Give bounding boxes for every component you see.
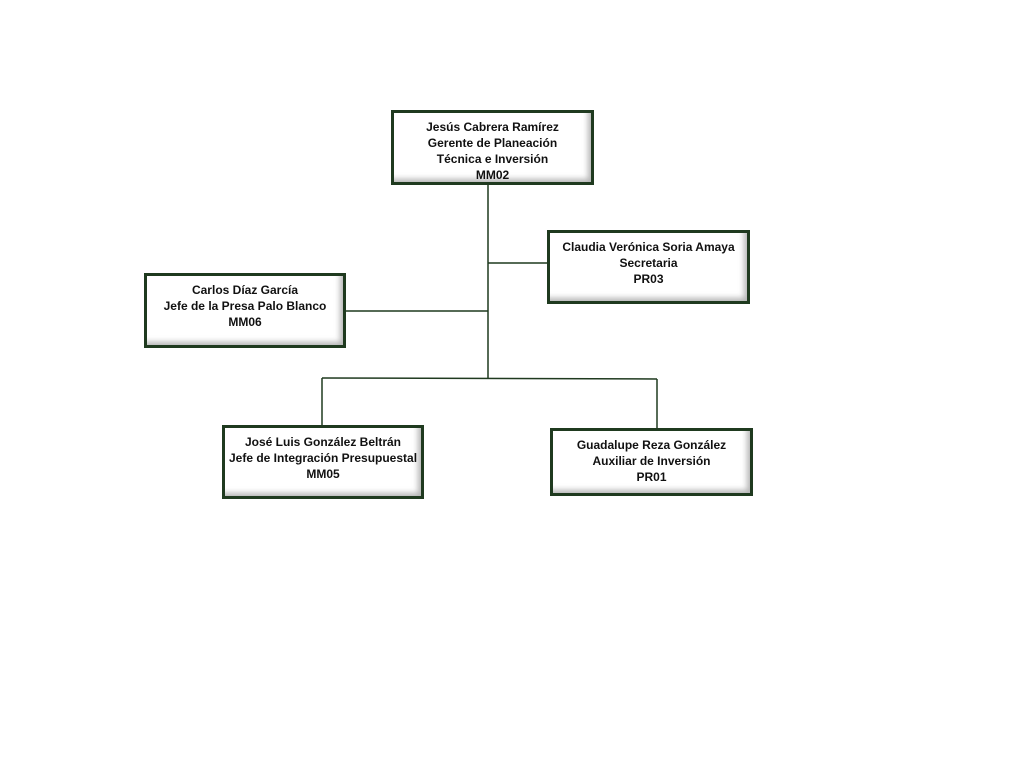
node-code: MM05: [306, 467, 340, 481]
org-node-jesus-cabrera: Jesús Cabrera Ramírez Gerente de Planeac…: [391, 110, 594, 185]
node-name: Claudia Verónica Soria Amaya: [562, 240, 735, 254]
node-name: Jesús Cabrera Ramírez: [426, 120, 559, 134]
node-title: Secretaria: [619, 256, 678, 270]
node-title: Auxiliar de Inversión: [592, 454, 711, 468]
node-title: Técnica e Inversión: [436, 152, 549, 166]
org-node-guadalupe-reza: Guadalupe Reza González Auxiliar de Inve…: [550, 428, 753, 496]
org-node-jose-gonzalez: José Luis González Beltrán Jefe de Integ…: [222, 425, 424, 499]
connector-bottom-bar: [321, 377, 658, 380]
node-code: MM02: [475, 168, 510, 182]
node-name: Carlos Díaz García: [191, 283, 299, 297]
node-code: PR01: [636, 470, 667, 484]
node-name: Guadalupe Reza González: [576, 438, 727, 452]
node-title: Jefe de Integración Presupuestal: [228, 451, 418, 465]
node-title: Jefe de la Presa Palo Blanco: [163, 299, 327, 313]
org-node-carlos-diaz: Carlos Díaz García Jefe de la Presa Palo…: [144, 273, 346, 348]
node-title: Gerente de Planeación: [427, 136, 558, 150]
node-code: MM06: [228, 315, 262, 329]
org-node-claudia-soria: Claudia Verónica Soria Amaya Secretaria …: [547, 230, 750, 304]
node-code: PR03: [633, 272, 664, 286]
node-name: José Luis González Beltrán: [244, 435, 402, 449]
